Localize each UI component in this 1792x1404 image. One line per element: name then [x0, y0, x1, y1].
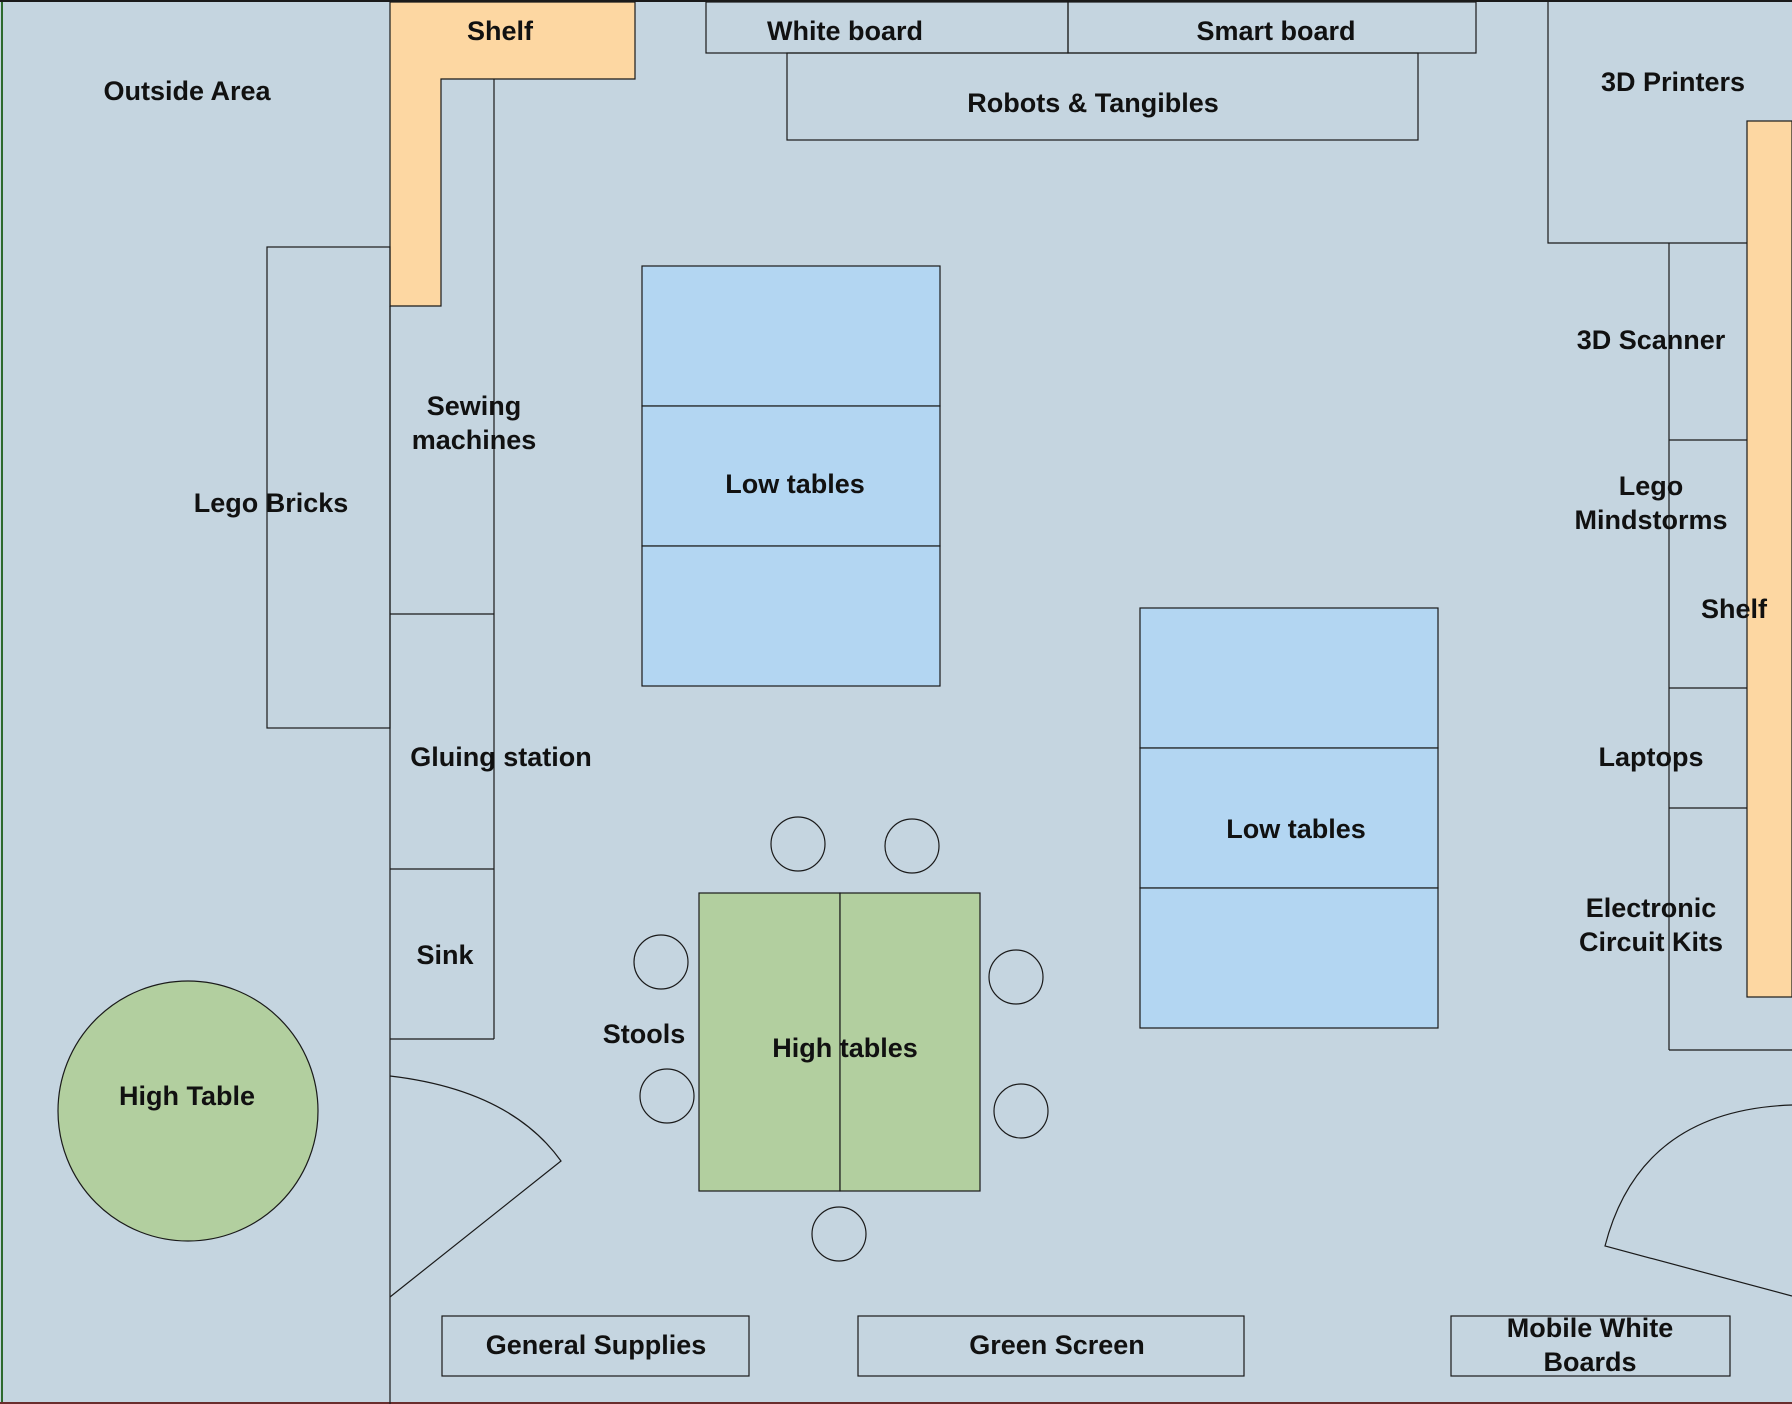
label-electronic-circuit-kits-line2: Circuit Kits — [1579, 927, 1723, 957]
label-low-tables-1: Low tables — [725, 469, 865, 499]
stool — [639, 1068, 695, 1124]
label-mobile-white-boards-line2: Boards — [1543, 1347, 1636, 1377]
high-table-right — [839, 892, 981, 1192]
stool — [633, 934, 689, 990]
label-general-supplies: General Supplies — [486, 1330, 707, 1360]
label-gluing-station: Gluing station — [410, 742, 592, 772]
label-laptops: Laptops — [1599, 742, 1704, 772]
low-table — [641, 405, 941, 547]
lego-bricks-area — [266, 246, 391, 729]
high-table-left — [698, 892, 841, 1192]
high-tables-group — [698, 892, 981, 1192]
stool — [770, 816, 826, 872]
door-right-swing — [1604, 1104, 1792, 1297]
printers-area — [1547, 2, 1748, 244]
mobile-white-boards-area — [1450, 1315, 1731, 1377]
label-high-table-round: High Table — [119, 1081, 255, 1111]
low-table — [641, 545, 941, 687]
label-robots-tangibles: Robots & Tangibles — [967, 88, 1219, 118]
label-shelf-top: Shelf — [467, 16, 534, 46]
label-lego-bricks: Lego Bricks — [194, 488, 349, 518]
label-high-tables: High tables — [772, 1033, 918, 1063]
label-sewing-machines-line2: machines — [412, 425, 537, 455]
label-mobile-white-boards-line1: Mobile White — [1507, 1313, 1673, 1343]
general-supplies-area — [441, 1315, 750, 1377]
label-white-board: White board — [767, 16, 923, 46]
low-tables-group-1 — [641, 265, 941, 687]
label-sewing-machines-line1: Sewing — [427, 391, 522, 421]
label-smart-board: Smart board — [1196, 16, 1355, 46]
stool — [811, 1206, 867, 1262]
label-green-screen: Green Screen — [969, 1330, 1145, 1360]
label-lego-mindstorms-line1: Lego — [1619, 471, 1684, 501]
green-screen-area — [857, 1315, 1245, 1377]
label-sink: Sink — [416, 940, 474, 970]
low-table — [1139, 607, 1439, 749]
label-electronic-circuit-kits-line1: Electronic — [1586, 893, 1717, 923]
low-tables-group-2 — [1139, 607, 1439, 1029]
robots-tangibles-area — [786, 52, 1419, 141]
label-3d-scanner: 3D Scanner — [1577, 325, 1726, 355]
label-lego-mindstorms-line2: Mindstorms — [1574, 505, 1727, 535]
low-table — [1139, 887, 1439, 1029]
stool — [988, 949, 1044, 1005]
label-3d-printers: 3D Printers — [1601, 67, 1745, 97]
low-table — [1139, 747, 1439, 889]
label-outside-area: Outside Area — [103, 76, 271, 106]
low-table — [641, 265, 941, 407]
shelf-right — [1746, 120, 1792, 998]
label-low-tables-2: Low tables — [1226, 814, 1366, 844]
stool — [884, 818, 940, 874]
label-stools: Stools — [603, 1019, 686, 1049]
stool — [993, 1083, 1049, 1139]
door-left-swing — [389, 1075, 562, 1298]
stools-group — [633, 816, 1049, 1262]
label-shelf-right: Shelf — [1701, 594, 1768, 624]
high-table-round — [57, 980, 319, 1242]
